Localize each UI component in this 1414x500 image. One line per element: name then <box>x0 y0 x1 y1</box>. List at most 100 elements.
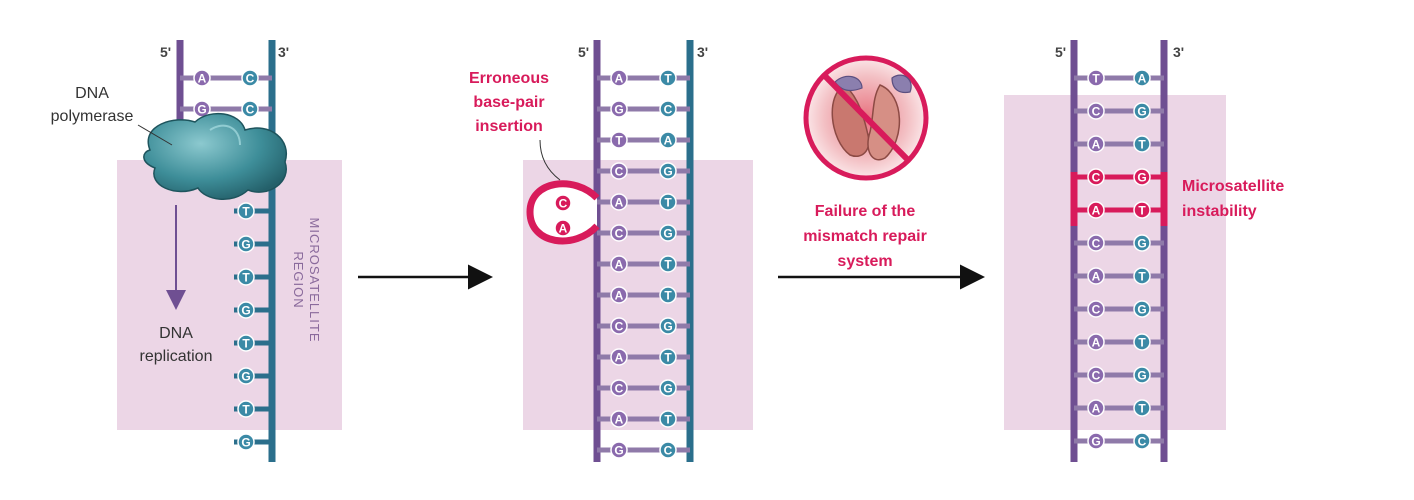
panel-dna-replication: ACGCGTGTGTGTG <box>143 40 288 462</box>
base-T-right: T <box>659 348 677 366</box>
base-T-right: T <box>1133 267 1151 285</box>
base-G-right: G <box>659 162 677 180</box>
svg-text:T: T <box>664 258 672 272</box>
svg-text:C: C <box>1092 171 1101 185</box>
strand-3prime-label-2: 3' <box>697 44 708 60</box>
prohibited-protein-icon <box>803 55 929 181</box>
svg-text:T: T <box>242 271 250 285</box>
svg-text:C: C <box>559 197 568 211</box>
svg-text:G: G <box>614 103 623 117</box>
svg-text:G: G <box>1137 105 1146 119</box>
strand-5prime-label-2: 5' <box>578 44 589 60</box>
base-T-left: T <box>610 131 628 149</box>
failure-label-line2: mismatch repair <box>803 228 927 245</box>
base-A-left: A <box>610 193 628 211</box>
svg-text:G: G <box>241 304 250 318</box>
base-G-right: G <box>1133 168 1151 186</box>
base-T-right: T <box>659 69 677 87</box>
svg-text:A: A <box>1092 138 1101 152</box>
base-C-left: C <box>1087 366 1105 384</box>
instability-label-line1: Microsatellite <box>1182 178 1284 195</box>
svg-text:G: G <box>663 165 672 179</box>
svg-text:A: A <box>1138 72 1147 86</box>
template-base: T <box>234 202 272 220</box>
insertion-label-line1: Erroneous <box>469 70 549 87</box>
svg-text:T: T <box>664 289 672 303</box>
svg-text:T: T <box>242 403 250 417</box>
svg-text:C: C <box>1138 435 1147 449</box>
svg-text:G: G <box>1137 303 1146 317</box>
svg-text:T: T <box>242 337 250 351</box>
svg-text:T: T <box>1138 402 1146 416</box>
region-label-line2: REGION <box>291 251 306 308</box>
failure-label-line1: Failure of the <box>815 203 916 220</box>
base-T-right: T <box>659 193 677 211</box>
panel-mismatch-repair-failure <box>803 55 929 181</box>
base-A-left: A <box>610 286 628 304</box>
base-C-right: C <box>241 100 259 118</box>
failure-label-line3: system <box>837 253 892 270</box>
base-T-right: T <box>659 410 677 428</box>
replication-label-line2: replication <box>140 348 213 365</box>
base-T-right: T <box>1133 333 1151 351</box>
base-A-left: A <box>193 69 211 87</box>
svg-text:G: G <box>663 227 672 241</box>
inserted-loop: CA <box>526 180 600 245</box>
region-label-line1: MICROSATELLITE <box>307 217 322 342</box>
svg-text:T: T <box>1138 336 1146 350</box>
base-C-left: C <box>1087 300 1105 318</box>
svg-text:C: C <box>1092 303 1101 317</box>
svg-text:T: T <box>664 196 672 210</box>
base-G: G <box>237 301 255 319</box>
base-T-right: T <box>1133 399 1151 417</box>
base-G-right: G <box>659 224 677 242</box>
replication-label-line1: DNA <box>159 325 193 342</box>
base-C-left: C <box>610 224 628 242</box>
svg-text:A: A <box>559 222 568 236</box>
svg-text:C: C <box>615 382 624 396</box>
svg-text:G: G <box>663 320 672 334</box>
template-base: G <box>234 433 272 451</box>
template-base: G <box>234 367 272 385</box>
svg-text:A: A <box>198 72 207 86</box>
svg-text:T: T <box>1138 138 1146 152</box>
svg-text:A: A <box>615 72 624 86</box>
svg-text:T: T <box>242 205 250 219</box>
microsatellite-region-1 <box>117 160 342 430</box>
base-T-left: T <box>1087 69 1105 87</box>
base-C-right: C <box>659 100 677 118</box>
base-C-left: C <box>610 162 628 180</box>
loop-base-C: C <box>554 194 572 212</box>
base-C-left: C <box>610 317 628 335</box>
base-A-right: A <box>659 131 677 149</box>
base-A-left: A <box>610 348 628 366</box>
svg-text:A: A <box>615 196 624 210</box>
svg-text:A: A <box>615 413 624 427</box>
base-G-right: G <box>1133 366 1151 384</box>
svg-text:G: G <box>1137 369 1146 383</box>
svg-text:G: G <box>1137 237 1146 251</box>
dna-polymerase-icon <box>143 112 288 200</box>
svg-text:C: C <box>246 103 255 117</box>
svg-text:C: C <box>664 444 673 458</box>
svg-text:G: G <box>241 370 250 384</box>
insertion-label-line2: base-pair <box>473 94 544 111</box>
base-T: T <box>237 202 255 220</box>
base-T: T <box>237 334 255 352</box>
